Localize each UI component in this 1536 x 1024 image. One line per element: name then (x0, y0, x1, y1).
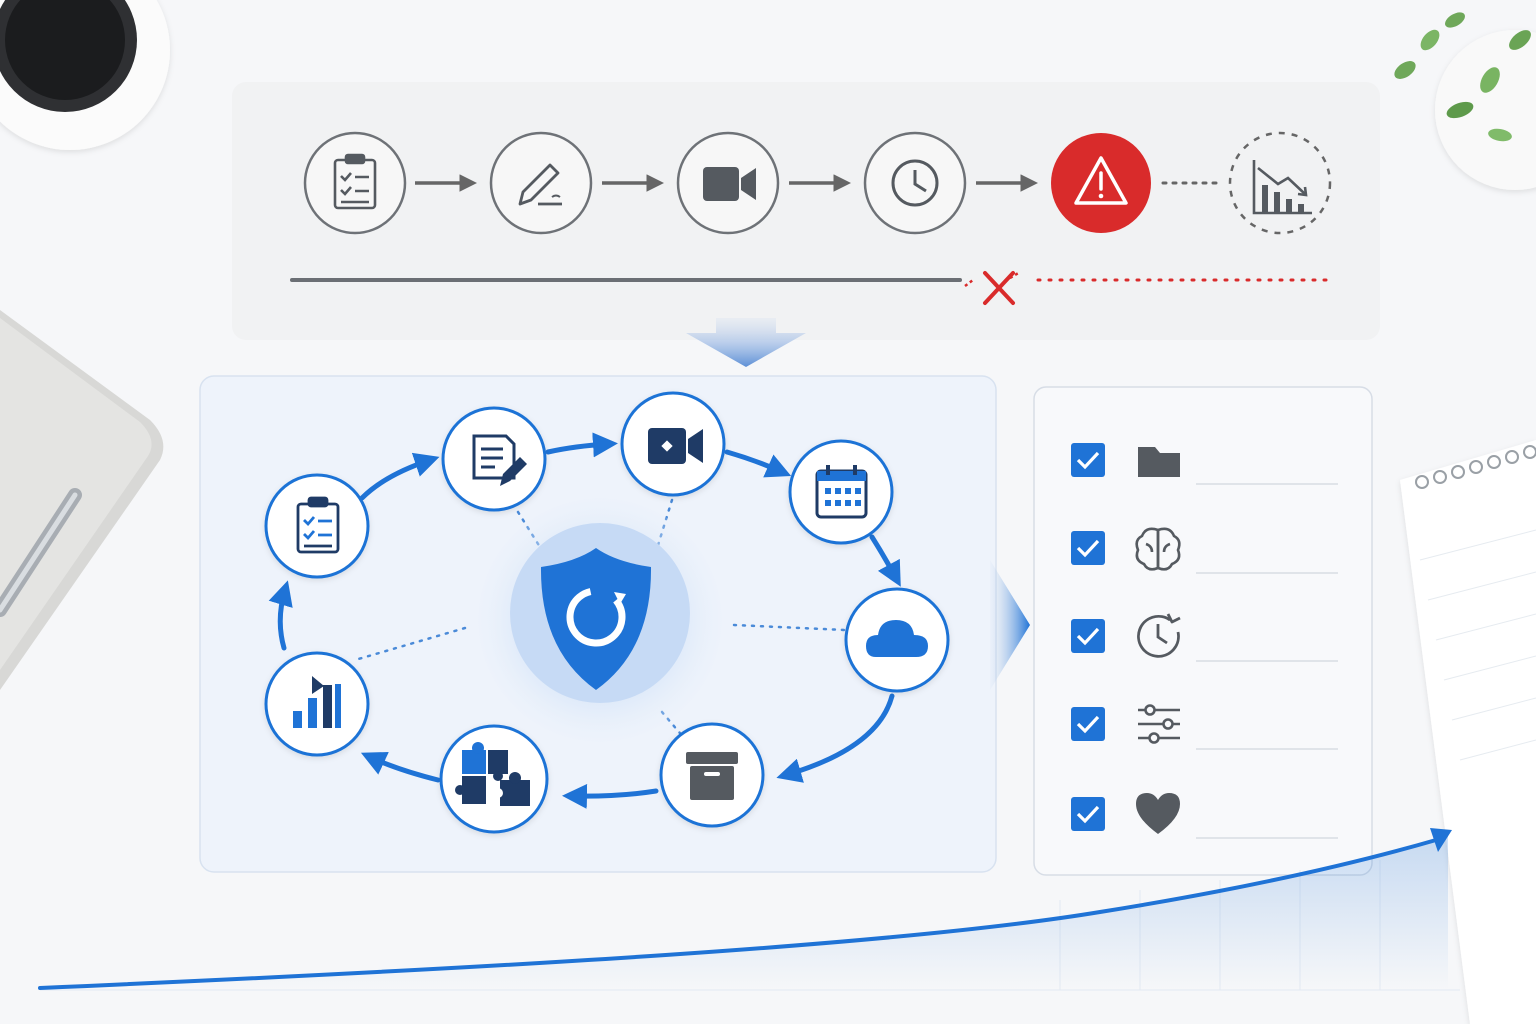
notebook-decoration (0, 310, 164, 690)
plant-decoration (1394, 12, 1536, 190)
cycle-nodes (264, 391, 950, 834)
checklist-item[interactable] (1071, 527, 1338, 574)
warning-triangle-icon (1074, 156, 1128, 205)
cycle-node-calendar (788, 439, 894, 545)
folder-icon (1138, 447, 1180, 477)
clipboard-checklist-icon (333, 153, 377, 210)
checklist-items (1071, 443, 1338, 839)
shield-refresh-icon (540, 548, 652, 690)
document-pencil-icon (472, 434, 527, 486)
archive-box-icon (686, 752, 738, 800)
step-video (676, 131, 780, 235)
top-flow-steps (303, 131, 1332, 235)
growth-curve (38, 828, 1460, 991)
cycle-node-cloud (844, 587, 950, 693)
down-transition-arrow (686, 318, 806, 367)
checklist-item[interactable] (1071, 793, 1338, 839)
checkbox[interactable] (1071, 619, 1105, 653)
cycle-node-document (441, 406, 547, 512)
heart-icon (1136, 793, 1180, 834)
spiral-notepad-decoration (1400, 440, 1536, 1024)
growth-arrow-icon (38, 838, 1438, 990)
checklist-item[interactable] (1071, 613, 1338, 662)
checkbox[interactable] (1071, 797, 1105, 831)
video-camera-icon (648, 428, 703, 464)
sliders-icon (1138, 704, 1180, 744)
red-x-icon (983, 271, 1015, 305)
clock-icon (891, 159, 939, 207)
check-icon (1076, 715, 1100, 734)
checklist-item[interactable] (1071, 443, 1338, 485)
video-camera-icon (703, 167, 756, 201)
declining-chart-icon (1252, 160, 1312, 215)
clipboard-checklist-icon (296, 496, 340, 554)
cycle-node-checklist (264, 473, 370, 579)
center-shield-node (478, 498, 722, 742)
checklist-panel (1033, 386, 1373, 876)
cloud-icon (866, 620, 928, 657)
checklist-item[interactable] (1071, 704, 1338, 750)
top-workflow-panel (232, 82, 1380, 340)
step-warning (1051, 133, 1151, 233)
step-clipboard (303, 131, 407, 235)
coffee-mug-decoration (0, 0, 170, 150)
check-icon (1076, 451, 1100, 470)
pencil-edit-icon (518, 163, 562, 206)
check-icon (1076, 539, 1100, 558)
bar-chart-icon (293, 676, 341, 728)
clock-refresh-icon (1137, 613, 1181, 658)
checkbox[interactable] (1071, 707, 1105, 741)
cycle-node-archive (659, 722, 765, 828)
step-declining-chart (1228, 131, 1332, 235)
cycle-arrows (268, 432, 901, 809)
checkbox[interactable] (1071, 531, 1105, 565)
check-icon (1076, 805, 1100, 824)
broken-progress-line (290, 270, 1337, 305)
puzzle-pieces-icon (455, 742, 530, 806)
brain-icon (1135, 527, 1181, 571)
step-pencil (489, 131, 593, 235)
pen-decoration (0, 488, 82, 617)
cycle-node-barchart (264, 651, 370, 757)
cycle-node-puzzle (439, 724, 549, 834)
cycle-node-video (620, 391, 726, 497)
checkbox[interactable] (1071, 443, 1105, 477)
step-clock (863, 131, 967, 235)
check-icon (1076, 627, 1100, 646)
right-transition-arrow (990, 560, 1030, 690)
calendar-icon (815, 465, 868, 519)
